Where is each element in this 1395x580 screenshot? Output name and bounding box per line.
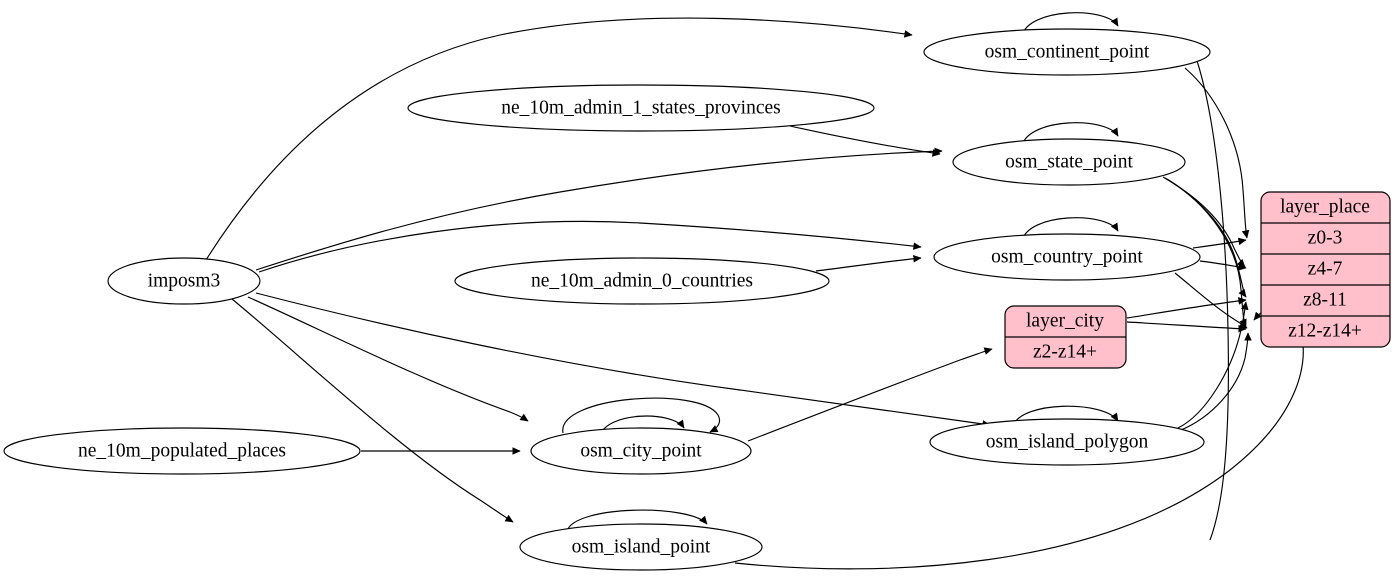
edge-osm-continent-point-self-loop <box>1021 12 1119 37</box>
node-imposm3[interactable]: imposm3 <box>107 257 261 305</box>
node-osm-island-point[interactable]: osm_island_point <box>519 523 763 571</box>
node-ne-10m-admin-1-states-provinces[interactable]: ne_10m_admin_1_states_provinces <box>407 84 875 132</box>
edge-imposm3-to-osm-country-point <box>258 220 922 273</box>
record-layer-place-title: layer_place <box>1280 196 1370 217</box>
node-osm-country-point[interactable]: osm_country_point <box>933 233 1201 281</box>
node-osm-city-point-label: osm_city_point <box>580 440 702 461</box>
node-ne-countries-label: ne_10m_admin_0_countries <box>531 270 753 291</box>
record-layer-place-row-z12-z14[interactable]: z12-z14+ <box>1288 320 1362 341</box>
record-layer-place-row-z0-3[interactable]: z0-3 <box>1308 227 1343 248</box>
node-osm-island-polygon-label: osm_island_polygon <box>986 431 1149 452</box>
record-node-layer-city[interactable]: layer_city z2-z14+ <box>1004 305 1127 369</box>
record-layer-place-row-z8-11[interactable]: z8-11 <box>1303 289 1347 310</box>
edge-imposm3-to-osm-city-point <box>247 296 529 422</box>
edge-osm-island-point-self-loop <box>566 509 708 532</box>
edge-osm-island-polygon-self-loop <box>1012 405 1119 427</box>
record-layer-city-row-z2-z14[interactable]: z2-z14+ <box>1033 341 1097 362</box>
node-osm-state-point-label: osm_state_point <box>1005 151 1133 172</box>
edge-long-vertical-connector <box>1193 51 1229 541</box>
edge-layer-city-to-layer-place-z12-z14 <box>1126 321 1247 333</box>
record-layer-place-row-z4-7[interactable]: z4-7 <box>1308 258 1343 279</box>
edge-osm-country-point-to-layer-place-z12-z14 <box>1174 272 1248 329</box>
node-osm-island-polygon[interactable]: osm_island_polygon <box>929 418 1205 466</box>
edge-osm-state-point-to-layer-place-z8-11 <box>1164 177 1247 298</box>
record-layer-city-title: layer_city <box>1026 310 1104 331</box>
node-ne-states-label: ne_10m_admin_1_states_provinces <box>501 97 780 118</box>
node-imposm3-label: imposm3 <box>148 270 221 291</box>
record-node-layer-place[interactable]: layer_place z0-3 z4-7 z8-11 z12-z14+ <box>1260 191 1391 348</box>
edge-osm-city-point-to-layer-city-z2-z14 <box>747 347 993 442</box>
edge-ne-states-to-osm-state-point <box>789 125 941 157</box>
edge-osm-island-polygon-to-layer-place-z8-11 <box>1177 301 1249 429</box>
edge-osm-country-point-to-layer-place-z0-3 <box>1192 237 1247 249</box>
edge-osm-country-point-self-loop <box>1021 217 1119 242</box>
node-osm-state-point[interactable]: osm_state_point <box>952 138 1186 186</box>
node-osm-city-point[interactable]: osm_city_point <box>530 427 752 475</box>
node-ne-populated-label: ne_10m_populated_places <box>78 440 286 461</box>
edge-ne-countries-to-osm-country-point <box>815 254 922 272</box>
edge-imposm3-to-osm-state-point <box>255 147 943 271</box>
edge-osm-state-point-self-loop <box>1021 122 1119 147</box>
node-osm-continent-point-label: osm_continent_point <box>985 41 1150 62</box>
edge-osm-island-polygon-to-layer-place-z12-z14 <box>1180 332 1252 431</box>
nodes-layer: imposm3 ne_10m_admin_1_states_provinces … <box>3 28 1391 571</box>
node-ne-10m-admin-0-countries[interactable]: ne_10m_admin_0_countries <box>454 257 830 305</box>
node-ne-10m-populated-places[interactable]: ne_10m_populated_places <box>3 427 361 475</box>
node-osm-continent-point[interactable]: osm_continent_point <box>923 28 1211 76</box>
edge-osm-country-point-to-layer-place-z4-7 <box>1199 260 1247 271</box>
edge-osm-continent-point-to-layer-place-z0-3 <box>1184 67 1250 239</box>
node-osm-country-point-label: osm_country_point <box>991 246 1143 267</box>
edge-imposm3-to-osm-island-polygon <box>255 292 991 428</box>
node-osm-island-point-label: osm_island_point <box>572 536 711 557</box>
edge-imposm3-to-osm-island-point <box>231 298 514 523</box>
edge-imposm3-to-osm-continent-point <box>205 17 913 261</box>
edge-osm-city-point-self-loop-outer <box>562 397 721 434</box>
edge-layer-city-to-layer-place-z8-11 <box>1126 297 1247 319</box>
